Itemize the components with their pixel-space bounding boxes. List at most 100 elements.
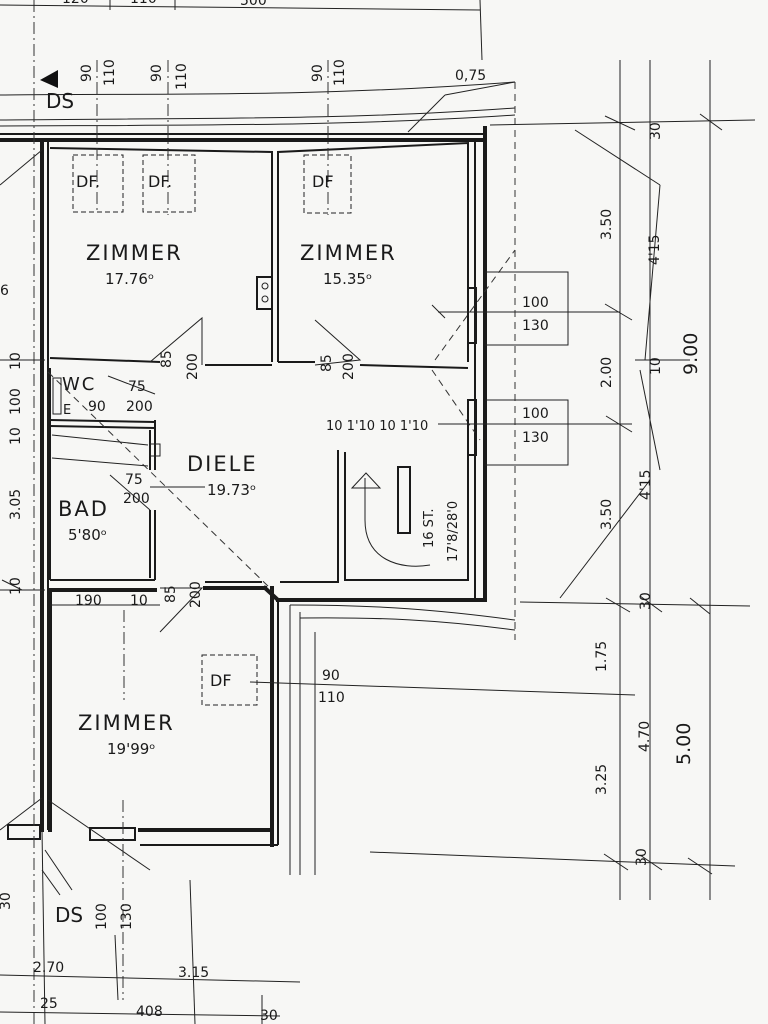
dim-south-win-h: 110 [318,690,345,706]
dim-bottom-25: 25 [40,996,58,1012]
dim-bottom-408: 408 [136,1004,163,1020]
dim-r-470: 4.70 [637,721,653,752]
dim-r-30-bot: 30 [634,848,650,866]
skylight-df4: DF [201,654,258,706]
dim-left-305: 3.05 [8,489,24,520]
downspout-top-icon [40,70,58,88]
dim-edge-left-top: 6 [0,283,9,299]
skylight-label: DF [210,671,232,690]
dim-south-win-w: 90 [322,668,340,684]
dim-r-900: 9.00 [680,333,702,375]
dim-east-win2-h: 130 [522,430,549,446]
dim-left-10c: 10 [8,577,24,595]
dim-r-350b: 3.50 [599,499,615,530]
dim-r-30-top: 30 [648,122,664,140]
dim-top-left: 120 [62,0,89,7]
room-area-bad: 5'80ᵒ [68,526,107,544]
dim-bottom-130: 130 [119,903,135,930]
dim-win-90a: 90 [79,64,95,82]
dim-r-30-mid: 30 [638,592,654,610]
dim-bad-wall: 10 [130,593,148,609]
dim-door-s: 85 [163,585,179,603]
dim-bad-w: 190 [75,593,102,609]
skylight-df1: DF. [72,154,124,213]
dim-r-415b: 4'15 [638,469,654,500]
dim-win-110c: 110 [332,59,348,86]
skylight-label: DF. [76,172,100,191]
downspout-bottom-label: DS [55,903,83,927]
dim-roof-edge: 0,75 [455,68,486,84]
dimension-labels: 120 110 500 90 110 90 110 90 110 0,75 DS… [0,0,702,1024]
room-name-bad: BAD [58,497,109,521]
dim-east-win1-h: 130 [522,318,549,334]
dim-top-right: 500 [240,0,267,9]
dim-win-110b: 110 [174,63,190,90]
dim-bad-door-w: 75 [125,472,143,488]
skylight-df2: DF. [142,154,196,213]
stair-ratio: 17'8/28'0 [446,501,461,562]
dim-r-500: 5.00 [673,723,695,765]
downspout-top-label: DS [46,89,74,113]
skylight-df3: DF [303,154,352,214]
door-swing-s [159,587,204,633]
wall-outlet-icon [256,276,273,310]
dim-door-nw: 85 [159,350,175,368]
dim-r-415a: 4'15 [647,234,663,265]
dim-wc-door-w: 75 [128,379,146,395]
room-area-zimmer-s: 19'99ᵒ [107,740,156,758]
room-area-diele: 19.73ᵒ [207,481,256,499]
center-lines [33,0,329,1024]
dim-bottom-270: 2.70 [33,960,64,976]
dim-edge-left-bot: 30 [0,892,14,910]
staircase: 16 ST. 17'8/28'0 [350,466,461,567]
dim-door-nw-h: 200 [185,353,201,380]
dim-r-175: 1.75 [594,641,610,672]
dim-left-10b: 10 [8,427,24,445]
hip-lines [0,81,516,871]
room-area-zimmer-ne: 15.35ᵒ [323,270,372,288]
dim-bad-door-h: 200 [123,491,150,507]
room-name-diele: DIELE [187,452,258,476]
dim-bottom-30: 30 [260,1008,278,1024]
roof-eave-lines [0,81,516,875]
east-window-1 [431,271,620,346]
dim-east-win1-w: 100 [522,295,549,311]
door-swing-nw [149,316,203,365]
bathtub-icon [51,434,161,467]
room-name-zimmer-ne: ZIMMER [300,241,397,265]
dim-wc-door-h: 200 [126,399,153,415]
dim-bottom-100: 100 [94,903,110,930]
dim-r-350a: 3.50 [599,209,615,240]
room-name-zimmer-s: ZIMMER [78,711,175,735]
door-swing-bad [109,474,205,511]
dim-win-90c: 90 [310,64,326,82]
dim-r-325: 3.25 [594,764,610,795]
dim-left-100: 100 [8,388,24,415]
skylight-label: DF. [148,172,172,191]
room-area-zimmer-nw: 17.76ᵒ [105,270,154,288]
dim-r-10: 10 [648,357,664,375]
door-swing-wc [107,375,156,395]
dim-top-mid: 110 [130,0,157,7]
dim-win-110a: 110 [102,59,118,86]
door-swing-ne [314,319,362,366]
stair-steps: 16 ST. [422,509,437,548]
dim-wc-sub: 90 [88,399,106,415]
skylight-label: DF [312,172,334,191]
dim-win-90b: 90 [149,64,165,82]
dim-left-10a: 10 [8,352,24,370]
toilet-icon [52,377,62,415]
dim-east-win2-w: 100 [522,406,549,422]
east-window-2 [438,399,632,466]
dim-bottom-315: 3.15 [178,965,209,981]
dim-door-s-h: 200 [188,581,204,608]
dim-door-ne: 85 [319,354,335,372]
room-name-zimmer-nw: ZIMMER [86,241,183,265]
room-name-wc: WC [62,374,96,395]
dim-door-ne-h: 200 [341,353,357,380]
wc-fixture-label: E [63,403,71,418]
dim-r-200: 2.00 [599,357,615,388]
dim-stair: 10 1'10 10 1'10 [326,419,428,434]
